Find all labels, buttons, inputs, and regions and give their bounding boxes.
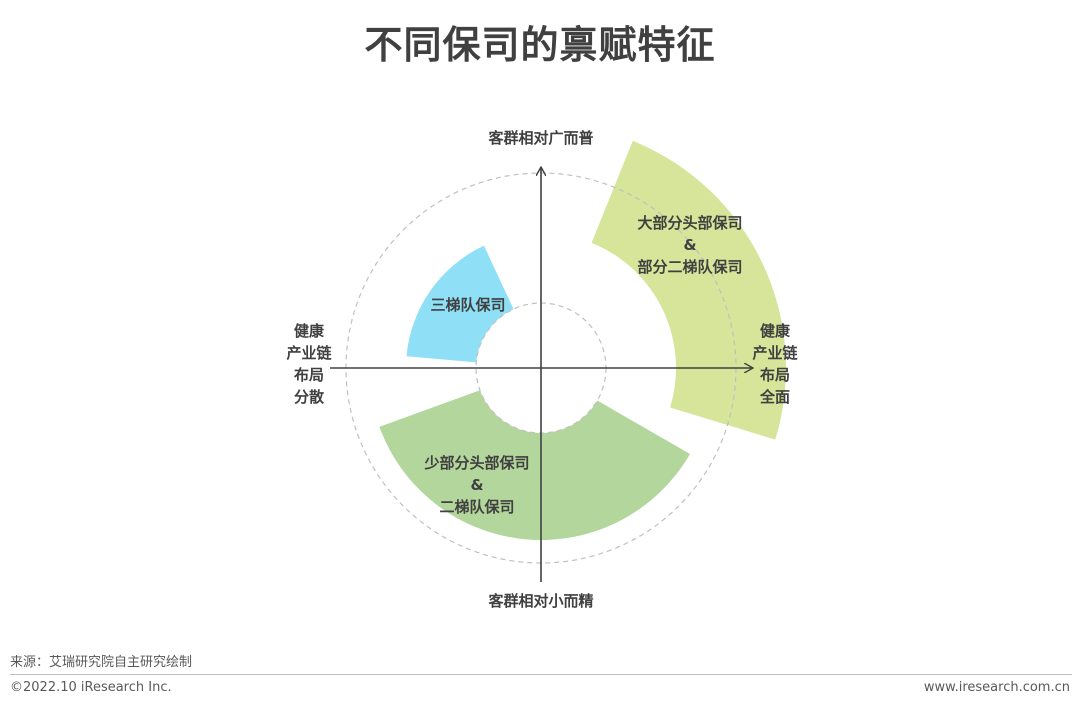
segment-label-green-bottom-line-1: 少部分头部保司 [423,454,529,472]
segment-blue-left [406,245,514,363]
segment-label-green-bottom-line-3: 二梯队保司 [439,498,514,516]
website-link[interactable]: www.iresearch.com.cn [923,680,1070,695]
segments-layer [379,140,786,540]
axis-label-right-line-3: 布局 [760,366,790,384]
segment-label-green-right-line-3: 部分二梯队保司 [637,258,742,276]
segment-green-right [591,140,786,440]
axes [330,168,752,582]
source-note: 来源：艾瑞研究院自主研究绘制 [10,655,193,670]
segment-label-blue-left-line-1: 三梯队保司 [430,296,505,314]
axis-label-right-line-4: 全面 [759,388,790,406]
page-title: 不同保司的禀赋特征 [364,23,716,67]
segment-green-bottom [379,390,690,540]
axis-label-left-line-4: 分散 [294,388,325,406]
axis-label-top: 客群相对广而普 [487,129,593,147]
copyright: ©2022.10 iResearch Inc. [10,680,172,695]
labels-layer: 客群相对广而普 客群相对小而精 健康 产业链 布局 分散 健康 产业链 布局 全… [286,129,798,610]
segment-label-green-bottom-line-2: & [470,476,483,494]
axis-label-bottom: 客群相对小而精 [487,592,593,610]
axis-label-right-line-1: 健康 [760,322,791,340]
axis-label-left-line-1: 健康 [294,322,325,340]
axis-label-right-line-2: 产业链 [752,344,798,362]
footer-divider [10,674,1072,675]
axis-label-left-line-3: 布局 [294,366,324,384]
segment-label-green-right-line-2: & [683,236,696,254]
axis-label-left-line-2: 产业链 [286,344,332,362]
positioning-diagram: 客群相对广而普 客群相对小而精 健康 产业链 布局 分散 健康 产业链 布局 全… [286,129,798,610]
segment-label-green-right-line-1: 大部分头部保司 [637,214,742,232]
